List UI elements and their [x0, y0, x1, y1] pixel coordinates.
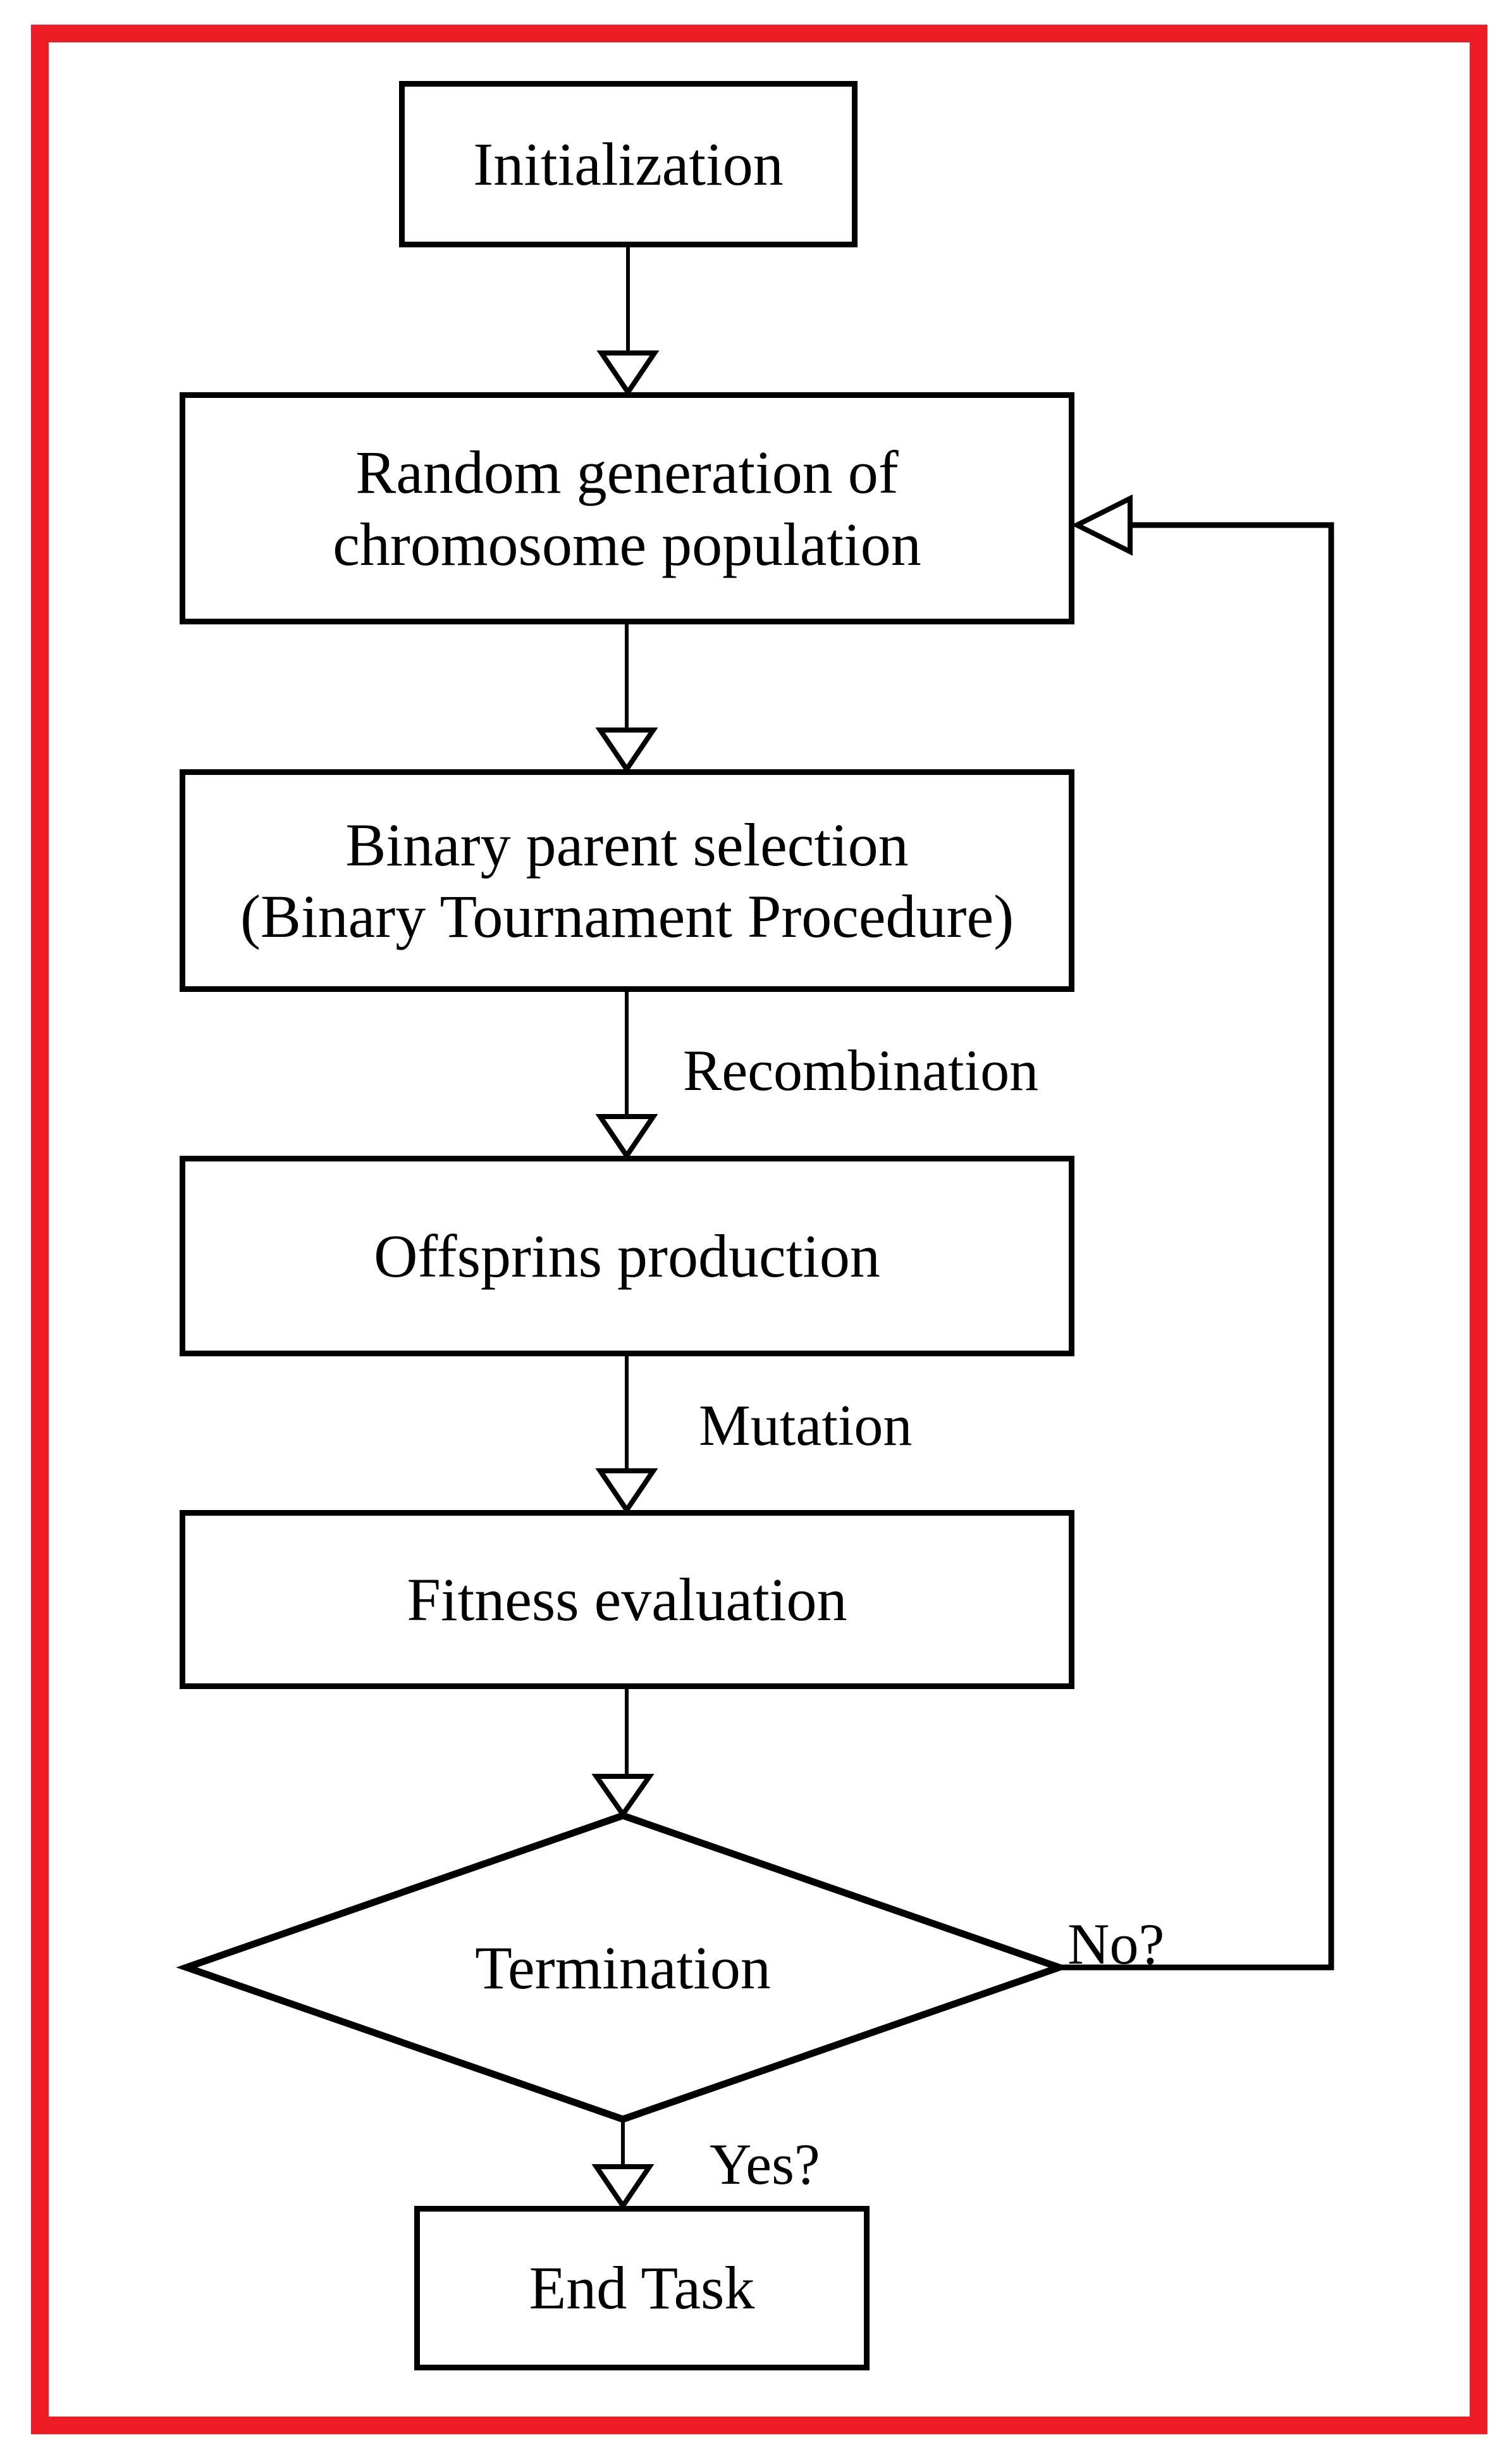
node-offsprins-production-label: Offsprins production — [374, 1222, 880, 1290]
node-end-task: End Task — [414, 2206, 870, 2370]
edge-label-no: No? — [1067, 1912, 1165, 1976]
node-fitness-evaluation: Fitness evaluation — [180, 1510, 1074, 1689]
arrowhead-down-random — [596, 350, 660, 397]
arrowhead-left-loop — [1071, 494, 1133, 556]
node-binary-parent-selection-line2: (Binary Tournament Procedure) — [240, 882, 1014, 950]
arrowhead-down-offsprins — [595, 1114, 658, 1161]
node-initialization-label: Initialization — [473, 130, 784, 198]
node-random-generation-line1: Random generation of — [355, 438, 899, 507]
node-binary-parent-selection: Binary parent selection (Binary Tourname… — [180, 769, 1074, 992]
edge-label-yes: Yes? — [710, 2132, 820, 2196]
edge-label-recombination: Recombination — [683, 1038, 1039, 1103]
arrowhead-down-endtask — [591, 2164, 655, 2211]
arrowhead-down-binary — [595, 727, 658, 774]
node-end-task-label: End Task — [529, 2254, 755, 2322]
node-binary-parent-selection-line1: Binary parent selection — [345, 810, 909, 879]
edge-no-loop — [1058, 522, 1334, 1971]
arrowhead-down-termination — [591, 1774, 655, 1819]
node-random-generation-line2: chromosome population — [333, 510, 921, 578]
node-offsprins-production: Offsprins production — [180, 1156, 1074, 1356]
node-termination-label: Termination — [475, 1933, 771, 2002]
node-random-generation: Random generation of chromosome populati… — [180, 392, 1074, 624]
edge-label-mutation: Mutation — [699, 1393, 913, 1458]
termination-diamond-shape — [176, 1812, 1070, 2123]
node-initialization: Initialization — [399, 81, 858, 247]
red-border-frame — [31, 25, 1487, 2434]
arrowhead-down-fitness — [595, 1468, 658, 1515]
node-fitness-evaluation-label: Fitness evaluation — [407, 1565, 847, 1633]
